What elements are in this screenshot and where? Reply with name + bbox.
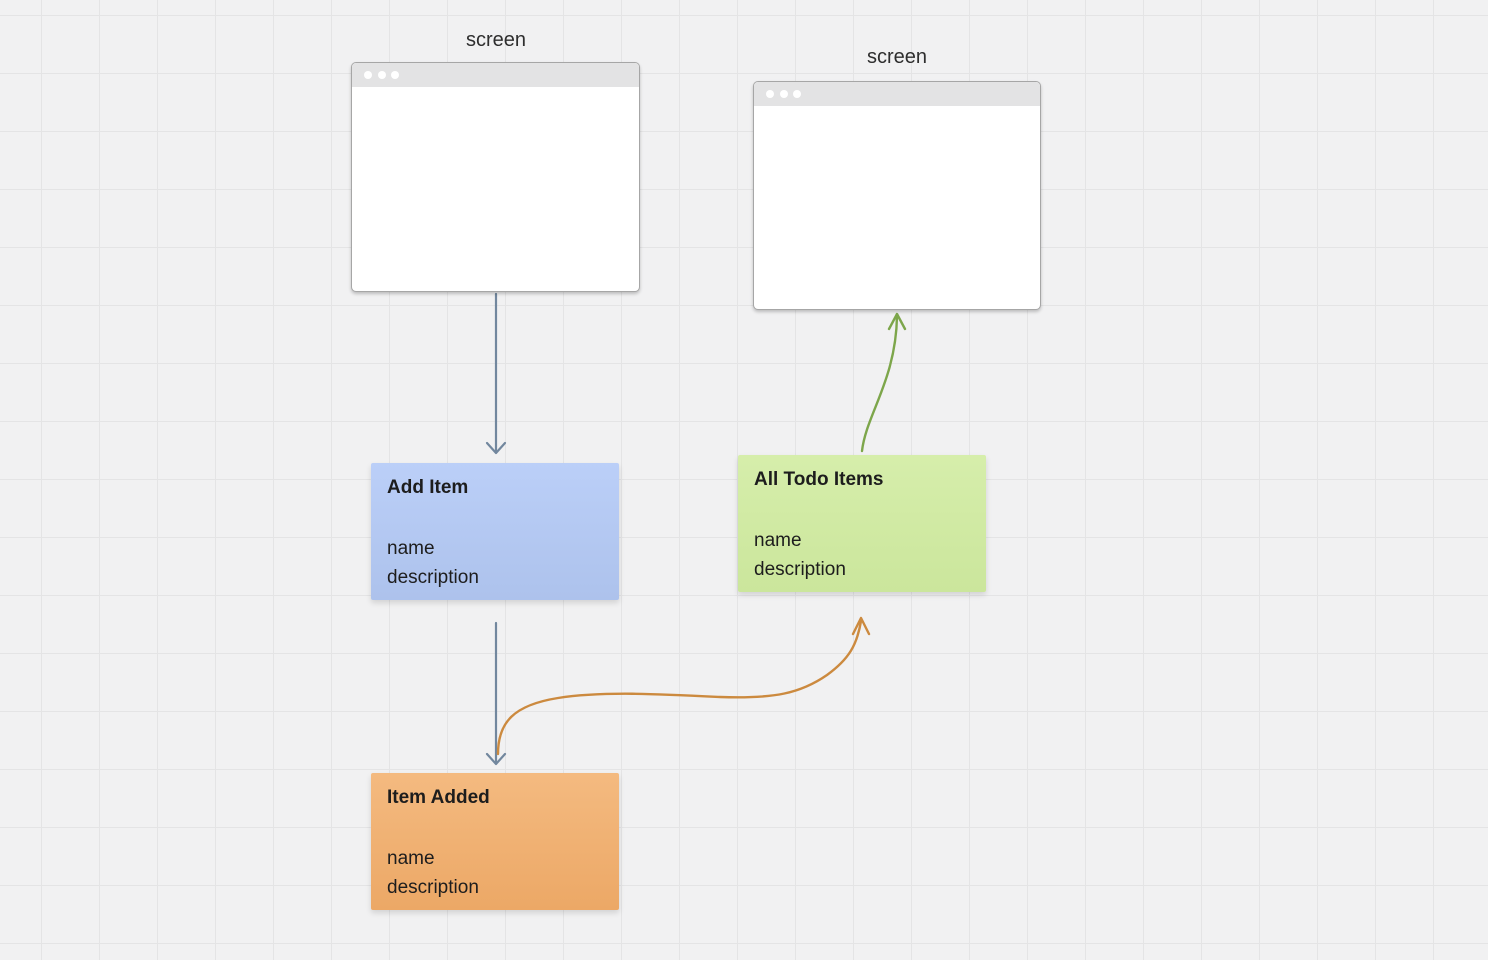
card-field-name: name: [387, 538, 435, 559]
arrowhead-up-icon: [887, 312, 907, 331]
arrow-line[interactable]: [860, 314, 899, 453]
arrowhead-down-icon: [485, 441, 507, 455]
card-field-description: description: [387, 567, 479, 588]
window-dot-icon: [364, 71, 372, 79]
arrowhead-up-icon: [851, 616, 871, 636]
window-dot-icon: [391, 71, 399, 79]
card-item-added[interactable]: Item Added name description: [371, 773, 619, 910]
card-title: Item Added: [387, 787, 490, 808]
card-field-name: name: [387, 848, 435, 869]
screen2-label[interactable]: screen: [866, 46, 928, 68]
screen1-titlebar: [352, 63, 639, 87]
card-title: Add Item: [387, 477, 469, 498]
card-field-description: description: [754, 559, 846, 580]
arrow-screen1-to-additem[interactable]: [485, 292, 507, 455]
arrow-additem-to-itemadded[interactable]: [485, 621, 507, 766]
card-add-item[interactable]: Add Item name description: [371, 463, 619, 600]
card-all-todo-items[interactable]: All Todo Items name description: [738, 455, 986, 592]
screen2-window[interactable]: [753, 81, 1041, 310]
arrow-line[interactable]: [496, 619, 863, 756]
card-title: All Todo Items: [754, 469, 884, 490]
arrowhead-down-icon: [485, 752, 507, 766]
card-field-name: name: [754, 530, 802, 551]
window-dot-icon: [377, 71, 386, 79]
window-dot-icon: [793, 90, 801, 98]
screen2-titlebar: [754, 82, 1040, 106]
window-dot-icon: [779, 90, 788, 98]
window-dot-icon: [766, 90, 774, 98]
screen1-window[interactable]: [351, 62, 640, 292]
arrow-itemadded-to-alltodo[interactable]: [496, 616, 871, 756]
screen1-label[interactable]: screen: [465, 29, 527, 51]
card-field-description: description: [387, 877, 479, 898]
arrow-alltodo-to-screen2[interactable]: [860, 312, 907, 453]
